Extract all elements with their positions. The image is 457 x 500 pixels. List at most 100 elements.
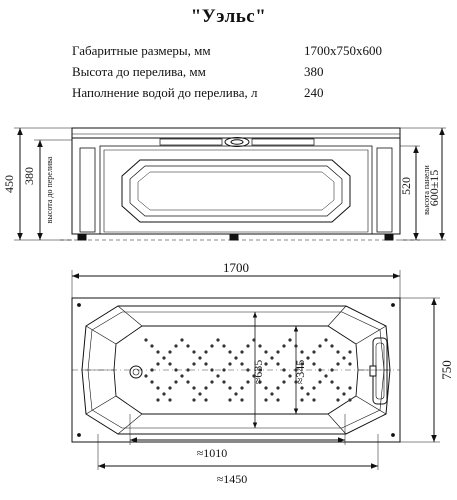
- foot-left: [77, 233, 87, 241]
- jet-nozzle: [342, 356, 346, 360]
- jet-nozzle: [234, 392, 238, 396]
- jet-nozzle: [144, 374, 148, 378]
- jet-nozzle: [174, 368, 178, 372]
- jet-nozzle: [306, 392, 310, 396]
- jet-nozzle: [204, 398, 208, 402]
- jet-nozzle: [270, 356, 274, 360]
- jet-nozzle: [204, 362, 208, 366]
- jet-nozzle: [306, 356, 310, 360]
- jet-nozzle: [336, 350, 340, 354]
- jet-nozzle: [162, 392, 166, 396]
- dim-width: 750: [439, 360, 454, 380]
- jet-nozzle: [198, 392, 202, 396]
- jet-nozzle: [210, 344, 214, 348]
- jet-nozzle: [222, 344, 226, 348]
- jet-nozzle: [180, 374, 184, 378]
- jet-nozzle: [156, 362, 160, 366]
- jet-nozzle: [204, 350, 208, 354]
- caption-overflow: высота до перелива: [45, 156, 54, 223]
- jet-nozzle: [222, 380, 226, 384]
- jet-nozzle: [156, 398, 160, 402]
- jet-nozzle: [234, 356, 238, 360]
- jet-nozzle: [312, 362, 316, 366]
- jet-nozzle: [324, 374, 328, 378]
- jet-nozzle: [192, 350, 196, 354]
- jet-nozzle: [330, 344, 334, 348]
- overflow-top: [369, 365, 377, 377]
- jet-nozzle: [240, 386, 244, 390]
- jet-nozzle: [168, 350, 172, 354]
- jet-nozzle: [258, 380, 262, 384]
- jet-nozzle: [282, 344, 286, 348]
- drain: [129, 365, 143, 379]
- jet-nozzle: [246, 368, 250, 372]
- overflow-fitting: [224, 137, 250, 147]
- dim-height-overflow: 380: [22, 167, 36, 185]
- spec-label: Габаритные размеры, мм: [72, 42, 211, 58]
- jet-nozzle: [330, 368, 334, 372]
- jet-nozzle: [300, 362, 304, 366]
- tub-body: [71, 137, 401, 235]
- dim-length: 1700: [223, 260, 249, 275]
- jet-nozzle: [168, 362, 172, 366]
- jet-nozzle: [282, 368, 286, 372]
- spec-value: 1700x750x600: [304, 42, 382, 58]
- jet-nozzle: [246, 380, 250, 384]
- jet-nozzle: [186, 344, 190, 348]
- jet-nozzle: [216, 374, 220, 378]
- foot-right: [384, 233, 394, 241]
- spec-value: 380: [304, 63, 324, 79]
- right-post: [376, 147, 393, 233]
- jet-nozzle: [168, 386, 172, 390]
- jet-nozzle: [240, 350, 244, 354]
- jet-nozzle: [348, 398, 352, 402]
- jet-nozzle: [144, 338, 148, 342]
- jet-nozzle: [318, 368, 322, 372]
- jet-nozzle: [258, 368, 262, 372]
- spec-value: 240: [304, 84, 324, 100]
- dim-panel-adjust: 600±15: [427, 170, 441, 207]
- jet-nozzle: [300, 350, 304, 354]
- spec-label: Высота до перелива, мм: [72, 63, 206, 79]
- jet-nozzle: [348, 386, 352, 390]
- jet-nozzle: [222, 368, 226, 372]
- jet-nozzle: [174, 380, 178, 384]
- jet-nozzle: [240, 398, 244, 402]
- jet-nozzle: [336, 362, 340, 366]
- jet-nozzle: [246, 344, 250, 348]
- jet-nozzle: [162, 356, 166, 360]
- jet-nozzle: [312, 398, 316, 402]
- jet-nozzle: [150, 344, 154, 348]
- jet-nozzle: [198, 356, 202, 360]
- jet-nozzle: [282, 380, 286, 384]
- jet-nozzle: [300, 398, 304, 402]
- jet-nozzle: [186, 368, 190, 372]
- jet-nozzle: [252, 374, 256, 378]
- jet-nozzle: [168, 398, 172, 402]
- jet-nozzle: [276, 362, 280, 366]
- dim-panel-height: 520: [399, 177, 413, 195]
- jet-nozzle: [336, 386, 340, 390]
- dim-bottom-length: ≈1010: [197, 446, 228, 460]
- jet-nozzle: [312, 386, 316, 390]
- jet-nozzle: [252, 338, 256, 342]
- spec-row-overflow-height: Высота до перелива, мм 380: [72, 61, 382, 82]
- jet-nozzle: [210, 368, 214, 372]
- front-panel: [99, 145, 373, 235]
- jet-nozzle: [180, 338, 184, 342]
- dim-inner-length: ≈1450: [217, 472, 248, 486]
- jet-nozzle: [312, 350, 316, 354]
- jet-nozzle: [348, 350, 352, 354]
- jet-nozzle: [294, 368, 298, 372]
- tub-rim: [71, 127, 401, 139]
- jet-nozzle: [228, 398, 232, 402]
- jet-nozzle: [276, 350, 280, 354]
- jet-nozzle: [228, 386, 232, 390]
- jet-nozzle: [342, 392, 346, 396]
- jet-nozzle: [276, 386, 280, 390]
- jet-nozzle: [150, 380, 154, 384]
- product-title: "Уэльс": [190, 6, 267, 27]
- jet-nozzle: [228, 350, 232, 354]
- dim-height-total: 450: [2, 175, 16, 193]
